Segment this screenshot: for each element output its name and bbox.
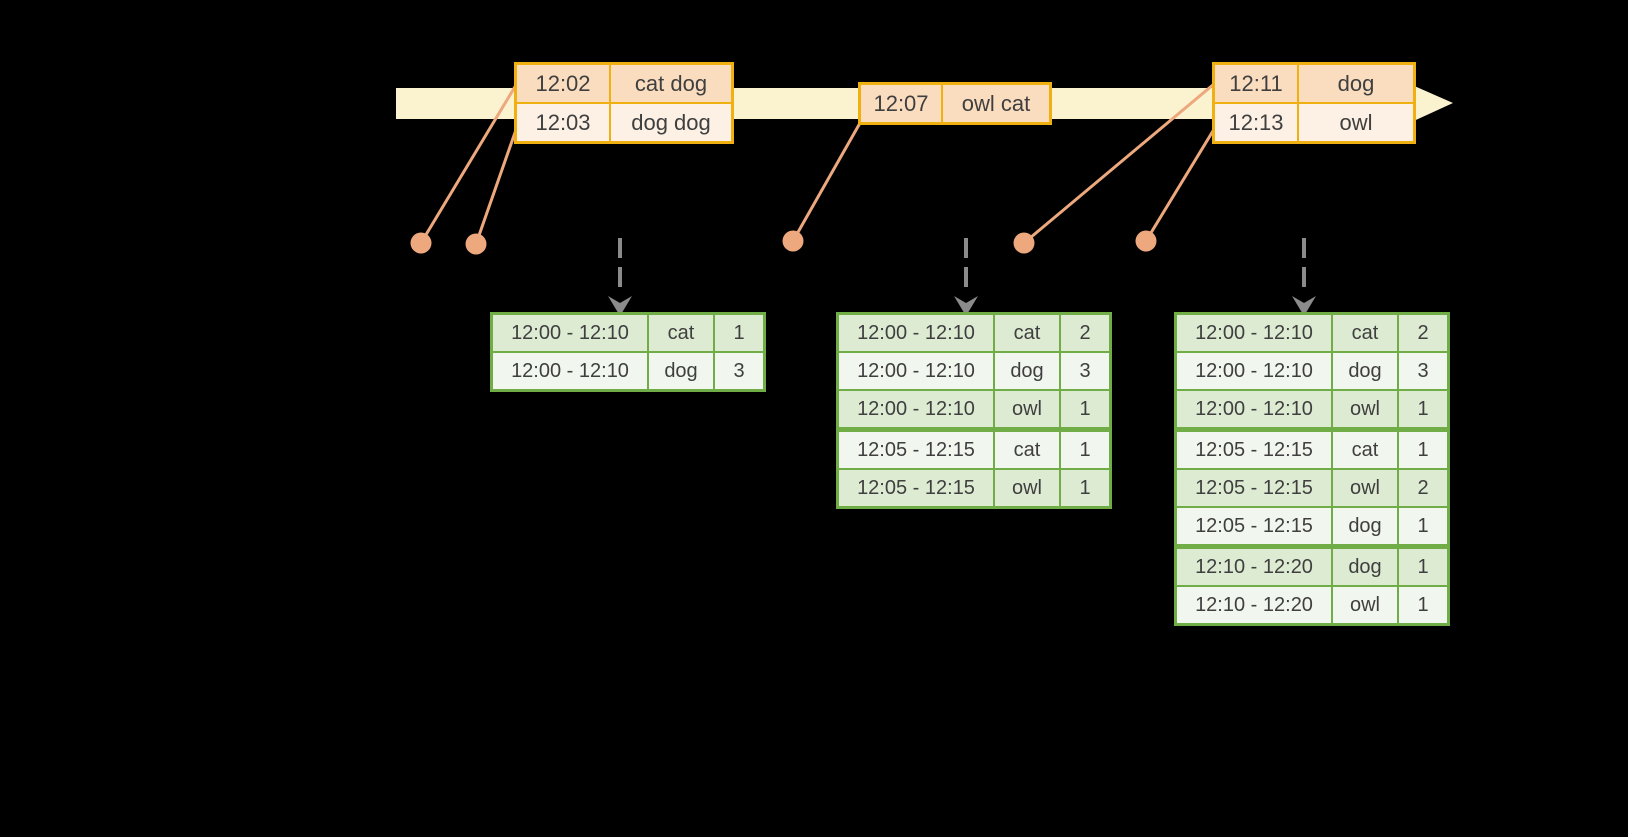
result-row: 12:00 - 12:10 dog 3 bbox=[1174, 351, 1450, 391]
count-cell: 1 bbox=[1397, 585, 1450, 626]
result-row: 12:05 - 12:15 owl 1 bbox=[836, 468, 1112, 509]
window-cell: 12:00 - 12:10 bbox=[1174, 351, 1333, 391]
window-cell: 12:00 - 12:10 bbox=[836, 351, 995, 391]
count-cell: 1 bbox=[1397, 389, 1450, 431]
count-cell: 3 bbox=[1397, 351, 1450, 391]
result-row: 12:00 - 12:10 cat 1 bbox=[490, 312, 766, 353]
connector-line bbox=[791, 122, 862, 242]
word-cell: dog bbox=[647, 351, 715, 392]
result-table-3: 12:00 - 12:10 cat 2 12:00 - 12:10 dog 3 … bbox=[1174, 312, 1450, 626]
event-time-cell: 12:02 bbox=[514, 62, 611, 104]
word-cell: owl bbox=[1331, 389, 1399, 431]
count-cell: 1 bbox=[1397, 427, 1450, 470]
count-cell: 1 bbox=[1397, 544, 1450, 587]
event-table-1: 12:02 cat dog 12:03 dog dog bbox=[514, 62, 734, 144]
count-cell: 3 bbox=[1059, 351, 1112, 391]
count-cell: 1 bbox=[1397, 506, 1450, 548]
word-cell: cat bbox=[993, 427, 1061, 470]
event-time-cell: 12:13 bbox=[1212, 102, 1299, 144]
event-time-cell: 12:11 bbox=[1212, 62, 1299, 104]
window-cell: 12:05 - 12:15 bbox=[836, 427, 995, 470]
event-table-3: 12:11 dog 12:13 owl bbox=[1212, 62, 1416, 144]
count-cell: 3 bbox=[713, 351, 766, 392]
window-cell: 12:00 - 12:10 bbox=[490, 351, 649, 392]
count-cell: 1 bbox=[713, 312, 766, 353]
result-row: 12:05 - 12:15 dog 1 bbox=[1174, 506, 1450, 548]
word-cell: dog bbox=[1331, 506, 1399, 548]
event-dot bbox=[465, 233, 487, 255]
event-row: 12:13 owl bbox=[1212, 102, 1416, 144]
result-row: 12:05 - 12:15 owl 2 bbox=[1174, 468, 1450, 508]
window-cell: 12:05 - 12:15 bbox=[1174, 468, 1333, 508]
window-cell: 12:10 - 12:20 bbox=[1174, 544, 1333, 587]
count-cell: 2 bbox=[1397, 468, 1450, 508]
result-table-1: 12:00 - 12:10 cat 1 12:00 - 12:10 dog 3 bbox=[490, 312, 766, 392]
event-time-cell: 12:07 bbox=[858, 82, 943, 125]
connector-line bbox=[1144, 125, 1218, 242]
event-row: 12:03 dog dog bbox=[514, 102, 734, 144]
count-cell: 2 bbox=[1059, 312, 1112, 353]
connector-line bbox=[1023, 82, 1215, 245]
word-cell: cat bbox=[1331, 312, 1399, 353]
event-words-cell: owl cat bbox=[941, 82, 1052, 125]
window-cell: 12:00 - 12:10 bbox=[836, 389, 995, 431]
result-row: 12:00 - 12:10 cat 2 bbox=[1174, 312, 1450, 353]
window-cell: 12:05 - 12:15 bbox=[836, 468, 995, 509]
event-dot bbox=[1135, 230, 1157, 252]
event-dot bbox=[782, 230, 804, 252]
word-cell: owl bbox=[1331, 585, 1399, 626]
window-cell: 12:00 - 12:10 bbox=[1174, 312, 1333, 353]
count-cell: 2 bbox=[1397, 312, 1450, 353]
word-cell: owl bbox=[993, 468, 1061, 509]
word-cell: owl bbox=[1331, 468, 1399, 508]
count-cell: 1 bbox=[1059, 389, 1112, 431]
dashed-arrow bbox=[1292, 238, 1316, 316]
result-row: 12:00 - 12:10 dog 3 bbox=[836, 351, 1112, 391]
event-words-cell: owl bbox=[1297, 102, 1416, 144]
window-cell: 12:00 - 12:10 bbox=[1174, 389, 1333, 431]
result-row: 12:00 - 12:10 cat 2 bbox=[836, 312, 1112, 353]
word-cell: dog bbox=[1331, 544, 1399, 587]
event-row: 12:07 owl cat bbox=[858, 82, 1052, 125]
count-cell: 1 bbox=[1059, 468, 1112, 509]
result-row: 12:00 - 12:10 owl 1 bbox=[836, 389, 1112, 431]
connector-line bbox=[419, 84, 518, 244]
word-cell: cat bbox=[993, 312, 1061, 353]
result-row: 12:05 - 12:15 cat 1 bbox=[836, 427, 1112, 470]
result-row: 12:00 - 12:10 dog 3 bbox=[490, 351, 766, 392]
window-cell: 12:10 - 12:20 bbox=[1174, 585, 1333, 626]
event-row: 12:02 cat dog bbox=[514, 62, 734, 104]
result-row: 12:10 - 12:20 owl 1 bbox=[1174, 585, 1450, 626]
dashed-arrow bbox=[954, 238, 978, 316]
window-cell: 12:05 - 12:15 bbox=[1174, 427, 1333, 470]
window-cell: 12:00 - 12:10 bbox=[836, 312, 995, 353]
count-cell: 1 bbox=[1059, 427, 1112, 470]
window-cell: 12:00 - 12:10 bbox=[490, 312, 649, 353]
word-cell: cat bbox=[1331, 427, 1399, 470]
event-time-cell: 12:03 bbox=[514, 102, 611, 144]
word-cell: cat bbox=[647, 312, 715, 353]
event-dot bbox=[410, 232, 432, 254]
word-cell: dog bbox=[1331, 351, 1399, 391]
event-words-cell: dog dog bbox=[609, 102, 734, 144]
event-dot bbox=[1013, 232, 1035, 254]
result-row: 12:05 - 12:15 cat 1 bbox=[1174, 427, 1450, 470]
event-row: 12:11 dog bbox=[1212, 62, 1416, 104]
dashed-arrow bbox=[608, 238, 632, 316]
result-table-2: 12:00 - 12:10 cat 2 12:00 - 12:10 dog 3 … bbox=[836, 312, 1112, 509]
window-cell: 12:05 - 12:15 bbox=[1174, 506, 1333, 548]
event-words-cell: dog bbox=[1297, 62, 1416, 104]
event-words-cell: cat dog bbox=[609, 62, 734, 104]
result-row: 12:00 - 12:10 owl 1 bbox=[1174, 389, 1450, 431]
word-cell: dog bbox=[993, 351, 1061, 391]
word-cell: owl bbox=[993, 389, 1061, 431]
connector-line bbox=[474, 123, 520, 245]
event-table-2: 12:07 owl cat bbox=[858, 82, 1052, 125]
result-row: 12:10 - 12:20 dog 1 bbox=[1174, 544, 1450, 587]
